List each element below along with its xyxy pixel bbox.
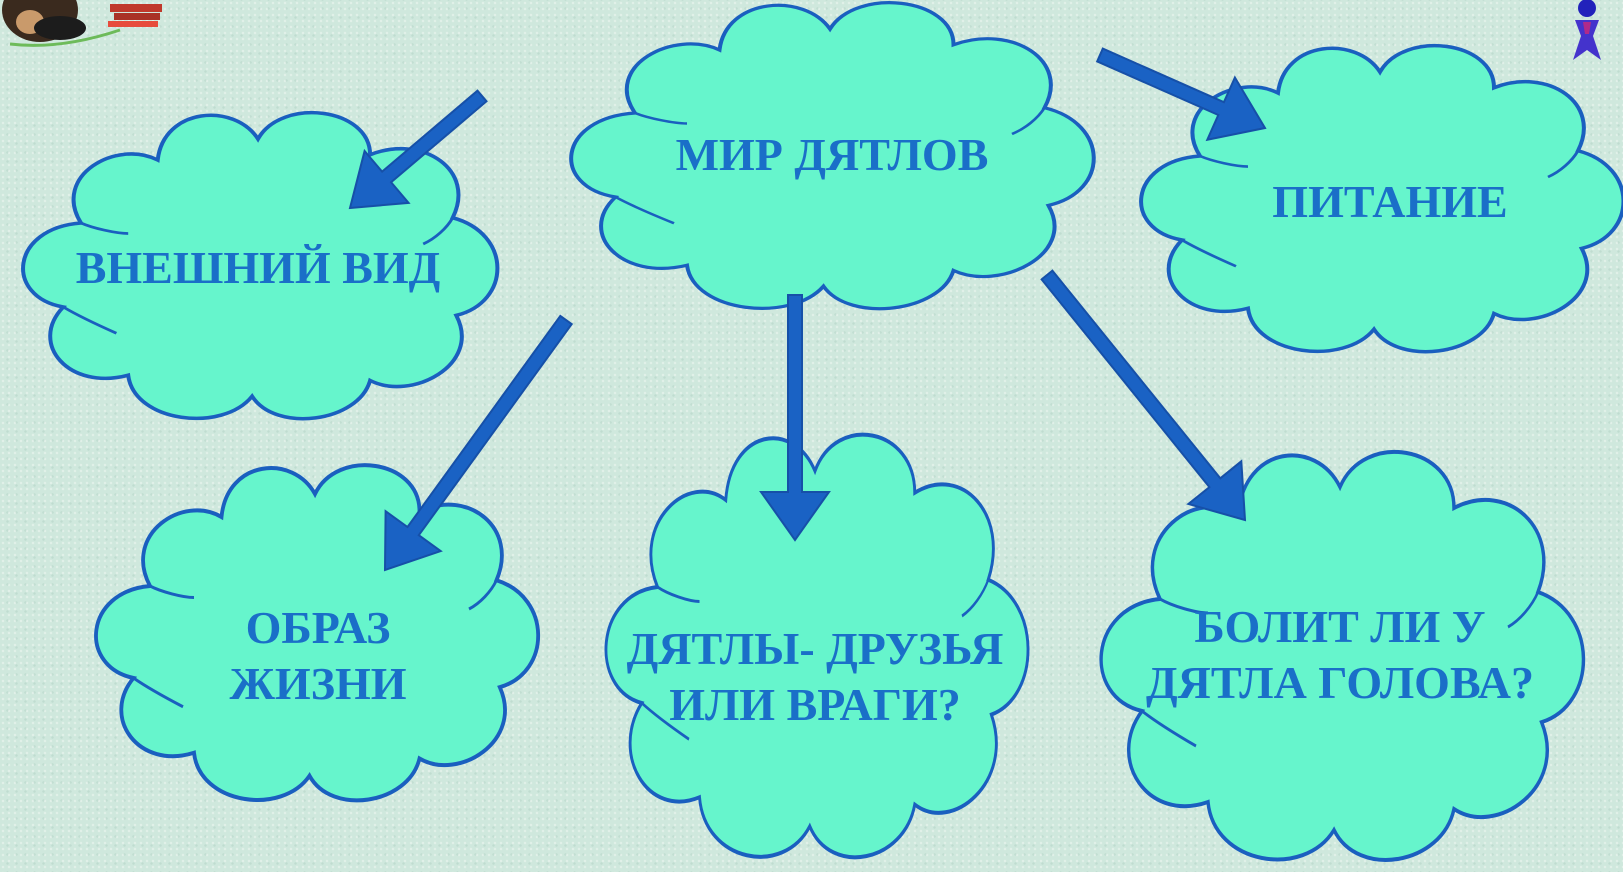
cloud-friends — [606, 435, 1028, 858]
arrow-center-to-appearance — [348, 89, 488, 210]
node-center-label: МИР ДЯТЛОВ — [676, 127, 989, 183]
cloud-center — [571, 3, 1094, 309]
node-lifestyle-label: ОБРАЗ ЖИЗНИ — [229, 600, 406, 712]
cloud-headache — [1101, 452, 1583, 860]
arrow-center-to-friends — [759, 294, 831, 542]
cloud-appearance — [23, 113, 497, 419]
cloud-nutrition — [1139, 43, 1623, 354]
node-appearance-line-1: ВНЕШНИЙ ВИД — [75, 242, 441, 293]
node-friends-line-2: ИЛИ ВРАГИ? — [669, 679, 961, 730]
node-friends-label: ДЯТЛЫ- ДРУЗЬЯ ИЛИ ВРАГИ? — [627, 621, 1004, 733]
node-appearance-label: ВНЕШНИЙ ВИД — [76, 240, 441, 296]
node-center-line-1: МИР ДЯТЛОВ — [675, 129, 989, 180]
navigation-figure-icon — [1573, 0, 1601, 60]
node-lifestyle-line-2: ЖИЗНИ — [229, 658, 407, 709]
node-friends-line-1: ДЯТЛЫ- ДРУЗЬЯ — [626, 623, 1004, 674]
cloud-lifestyle — [96, 465, 538, 800]
node-headache-label: БОЛИТ ЛИ У ДЯТЛА ГОЛОВА? — [1146, 599, 1534, 711]
node-nutrition-line-1: ПИТАНИЕ — [1272, 176, 1508, 227]
arrow-center-to-lifestyle — [383, 314, 574, 572]
node-headache-line-2: ДЯТЛА ГОЛОВА? — [1146, 657, 1534, 708]
node-nutrition-label: ПИТАНИЕ — [1272, 174, 1507, 230]
node-lifestyle-line-1: ОБРАЗ — [245, 602, 391, 653]
arrow-center-to-nutrition — [1095, 47, 1267, 142]
node-headache-line-1: БОЛИТ ЛИ У — [1194, 601, 1486, 652]
arrow-center-to-headache — [1040, 269, 1247, 522]
woodpecker-with-books-icon — [2, 0, 162, 47]
